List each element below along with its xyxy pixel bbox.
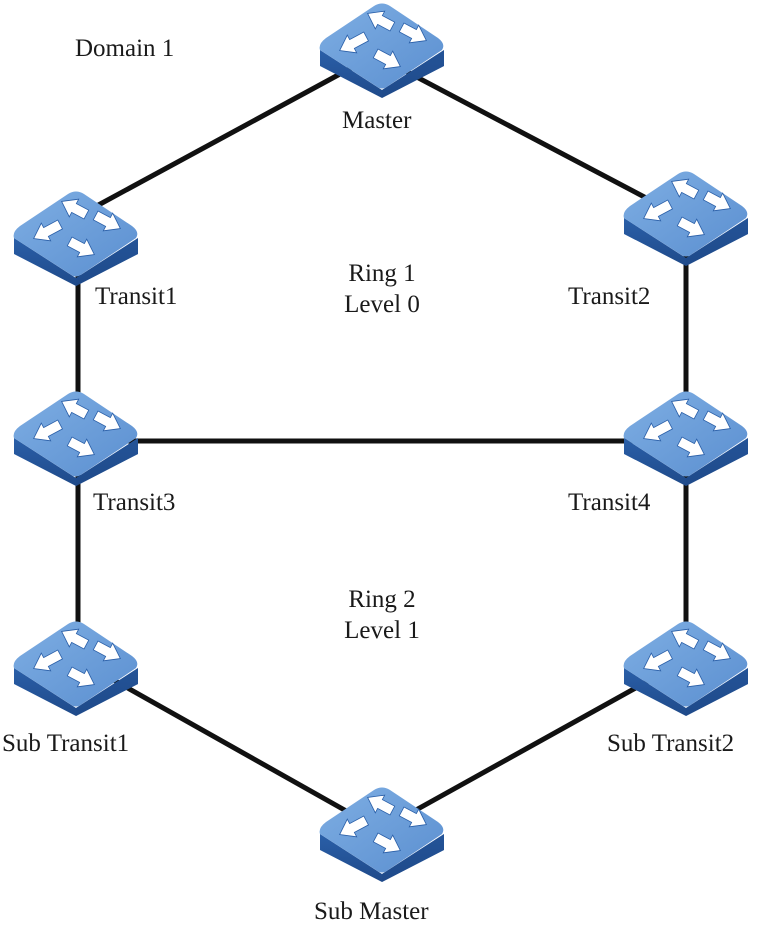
node-label-subtransit1: Sub Transit1 xyxy=(2,730,130,757)
switch-transit4[interactable] xyxy=(620,386,750,486)
switch-subtransit1[interactable] xyxy=(10,616,140,716)
node-label-subtransit2: Sub Transit2 xyxy=(607,730,735,757)
switch-transit2[interactable] xyxy=(620,166,750,266)
link-master-transit2 xyxy=(373,52,690,223)
node-label-transit1: Transit1 xyxy=(95,283,178,310)
switch-icon xyxy=(319,787,444,882)
switch-subtransit2[interactable] xyxy=(620,616,750,716)
link-master-transit1 xyxy=(78,52,377,218)
switch-icon xyxy=(13,621,138,716)
switch-submaster[interactable] xyxy=(316,782,446,882)
switch-icon xyxy=(13,391,138,486)
switch-icon xyxy=(623,621,748,716)
switch-master[interactable] xyxy=(316,0,446,98)
node-label-transit3: Transit3 xyxy=(93,489,176,516)
switch-icon xyxy=(623,391,748,486)
ring-2-level: Level 1 xyxy=(344,617,420,645)
switch-icon xyxy=(623,171,748,266)
node-label-transit4: Transit4 xyxy=(568,489,651,516)
switch-icon xyxy=(13,191,138,286)
node-label-transit2: Transit2 xyxy=(568,283,651,310)
switch-transit3[interactable] xyxy=(10,386,140,486)
domain-label: Domain 1 xyxy=(75,35,175,62)
node-label-submaster: Sub Master xyxy=(314,898,429,925)
node-label-master: Master xyxy=(342,107,412,134)
ring-1-level: Level 0 xyxy=(344,291,420,319)
ring-2-name: Ring 2 xyxy=(348,586,416,613)
ring-2-label: Ring 2 Level 1 xyxy=(282,584,482,647)
switch-icon xyxy=(319,3,444,98)
switch-transit1[interactable] xyxy=(10,186,140,286)
ring-1-label: Ring 1 Level 0 xyxy=(282,258,482,321)
ring-1-name: Ring 1 xyxy=(348,260,416,287)
